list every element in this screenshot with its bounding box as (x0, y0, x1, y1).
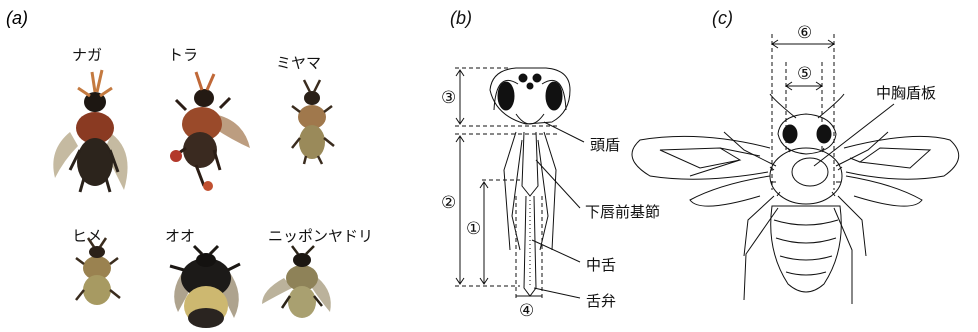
panel-c: (c) ⑥ ⑤ (632, 8, 959, 304)
right-compound-eye (817, 125, 831, 143)
bee-photo-miyama (292, 80, 334, 164)
species-label-nipponyadori: ニッポンヤドリ (268, 227, 373, 245)
maxilla (544, 132, 556, 250)
right-compound-eye (546, 82, 562, 110)
thorax (770, 148, 842, 204)
panel-b-label: (b) (450, 8, 472, 28)
left-mid-leg (744, 196, 774, 256)
label-glossa: 中舌 (586, 256, 616, 274)
label-flabellum: 舌弁 (586, 292, 616, 310)
prementum (522, 132, 538, 196)
ocellus (527, 83, 533, 89)
label-clypeus: 頭盾 (590, 136, 620, 154)
maxilla (504, 132, 516, 250)
species-label-tora: トラ (168, 46, 198, 64)
bee-photo-naga (53, 70, 127, 192)
panel-a-label: (a) (6, 8, 28, 28)
species-label-naga: ナガ (72, 46, 102, 64)
left-fore-leg (724, 132, 776, 166)
ocellus (519, 74, 527, 82)
left-hindwing (690, 176, 770, 206)
bee-photo-oo (170, 246, 240, 328)
measure-4: ④ (519, 301, 534, 321)
right-hindwing (846, 176, 922, 206)
right-forewing (844, 136, 959, 179)
left-hind-leg (744, 208, 778, 300)
species-label-hime: ヒメ (72, 227, 102, 245)
scutum (792, 158, 828, 186)
bee-photo-hime (76, 238, 120, 305)
label-prementum: 下唇前基節 (585, 203, 660, 221)
bee-photo-tora (170, 72, 250, 191)
panel-a: (a) ナガ トラ ミヤマ ヒメ オオ ニッポンヤドリ (6, 8, 373, 328)
measure-6: ⑥ (797, 23, 812, 43)
left-compound-eye (498, 82, 514, 110)
label-mesoscutum: 中胸盾板 (876, 84, 936, 102)
measure-5: ⑤ (797, 64, 812, 84)
panel-c-label: (c) (712, 8, 733, 28)
species-label-miyama: ミヤマ (276, 54, 321, 72)
measure-2: ② (441, 193, 456, 213)
bee-photo-nipponyadori (262, 246, 331, 318)
left-compound-eye (783, 125, 797, 143)
antenna (770, 94, 796, 118)
labial-palp (512, 140, 522, 250)
abdomen (771, 206, 842, 292)
panel-b: (b) (441, 8, 660, 321)
ocellus (533, 74, 541, 82)
measure-1: ① (466, 219, 481, 239)
measure-3: ③ (441, 88, 456, 108)
species-label-oo: オオ (165, 227, 195, 245)
labial-palp (538, 140, 548, 250)
